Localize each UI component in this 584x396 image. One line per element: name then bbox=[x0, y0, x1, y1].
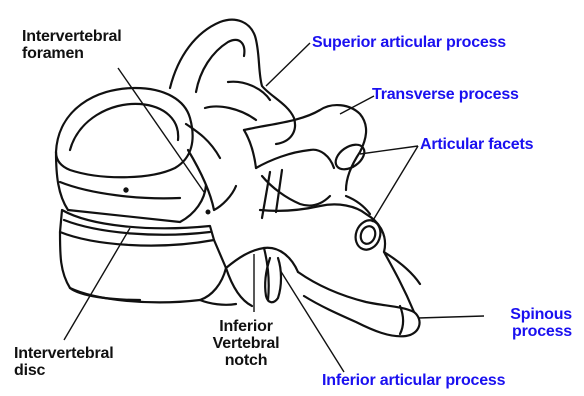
label-line: notch bbox=[204, 352, 288, 369]
label-inferior-articular-process: Inferior articular process bbox=[322, 372, 505, 389]
leader-facets-1 bbox=[360, 146, 418, 154]
label-spinous-process: Spinous process bbox=[480, 306, 572, 340]
label-line: process bbox=[480, 323, 572, 340]
leader-disc bbox=[64, 228, 130, 340]
leader-spinous bbox=[418, 316, 484, 318]
label-inferior-vertebral-notch: Inferior Vertebral notch bbox=[204, 318, 288, 369]
leader-inferior-articular bbox=[280, 270, 344, 372]
leader-facets-2 bbox=[372, 146, 418, 222]
label-line: Intervertebral bbox=[22, 28, 121, 45]
upper-vertebral-body bbox=[56, 88, 193, 177]
label-line: Vertebral bbox=[204, 335, 288, 352]
vertebral-canal bbox=[262, 176, 330, 206]
label-articular-facets: Articular facets bbox=[420, 136, 533, 153]
label-line: disc bbox=[14, 362, 113, 379]
articular-facet-lower bbox=[352, 217, 385, 253]
label-transverse-process: Transverse process bbox=[372, 86, 519, 103]
upper-body-front-edge bbox=[60, 182, 180, 198]
label-line: Intervertebral bbox=[14, 345, 113, 362]
label-line: foramen bbox=[22, 45, 121, 62]
label-intervertebral-foramen: Intervertebral foramen bbox=[22, 28, 121, 62]
label-intervertebral-disc: Intervertebral disc bbox=[14, 345, 113, 379]
label-line: Spinous bbox=[480, 306, 572, 323]
label-line: Inferior bbox=[204, 318, 288, 335]
leader-superior-articular bbox=[266, 43, 310, 86]
upper-body-rim bbox=[70, 104, 178, 150]
label-superior-articular-process: Superior articular process bbox=[312, 34, 506, 51]
